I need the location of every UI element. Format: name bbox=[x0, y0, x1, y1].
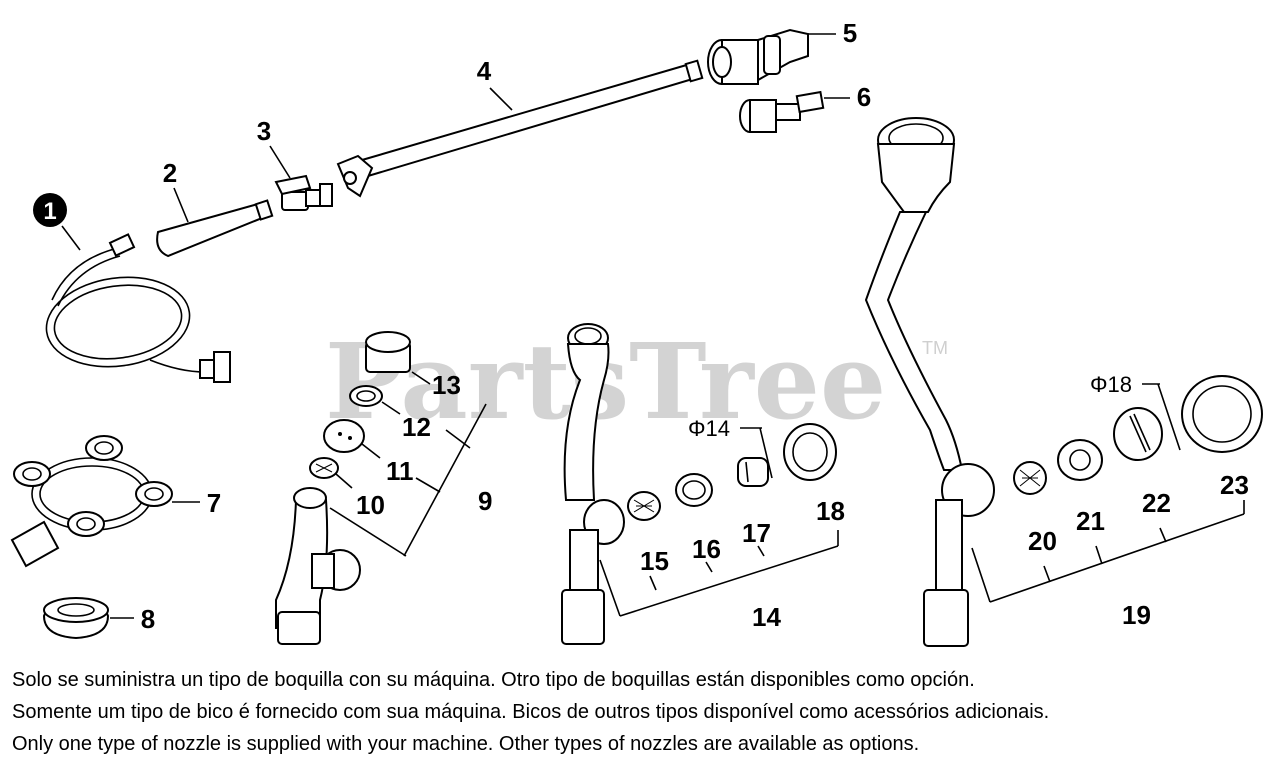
part-20-strainer bbox=[1013, 461, 1047, 495]
part-16-washer bbox=[675, 473, 713, 507]
callout-6: 6 bbox=[857, 82, 871, 112]
dimension-phi18: Φ18 bbox=[1090, 372, 1132, 397]
part-lance-tube bbox=[336, 59, 704, 198]
parts-diagram: PartsTree TM 1 2 3 4 bbox=[10, 18, 1263, 647]
part-22-tip bbox=[1113, 407, 1163, 461]
part-21-washer bbox=[1057, 439, 1103, 481]
note-english: Only one type of nozzle is supplied with… bbox=[12, 733, 920, 755]
part-18-cap bbox=[783, 423, 837, 481]
callout-19: 19 bbox=[1122, 600, 1151, 630]
callout-22: 22 bbox=[1142, 488, 1171, 518]
callout-1-badge bbox=[33, 193, 67, 227]
part-hose-fitting bbox=[739, 90, 825, 133]
callout-8: 8 bbox=[141, 604, 155, 634]
part-10-strainer bbox=[309, 457, 339, 479]
callout-23: 23 bbox=[1220, 470, 1249, 500]
callout-1: 1 bbox=[43, 198, 56, 225]
notes-block: Solo se suministra un tipo de boquilla c… bbox=[12, 664, 1274, 760]
bracket-19 bbox=[971, 500, 1245, 603]
callout-13: 13 bbox=[432, 370, 461, 400]
part-nozzle-body bbox=[707, 28, 809, 85]
note-spanish: Solo se suministra un tipo de boquilla c… bbox=[12, 669, 975, 691]
part-11-disc bbox=[323, 419, 365, 453]
part-elbow-nozzle-9 bbox=[275, 487, 361, 645]
callout-12: 12 bbox=[402, 412, 431, 442]
callout-10: 10 bbox=[356, 490, 385, 520]
part-hose bbox=[45, 233, 231, 383]
part-13-cap bbox=[365, 331, 411, 373]
callout-3: 3 bbox=[257, 116, 271, 146]
part-15-strainer bbox=[627, 491, 661, 521]
bracket-9 bbox=[329, 371, 487, 557]
part-long-nozzle-19 bbox=[864, 117, 995, 647]
part-23-cap bbox=[1181, 375, 1263, 453]
part-17-tip bbox=[737, 457, 769, 487]
part-bent-nozzle-14 bbox=[561, 323, 625, 645]
part-12-washer bbox=[349, 385, 383, 407]
callout-4: 4 bbox=[477, 56, 492, 86]
callout-5: 5 bbox=[843, 18, 857, 48]
callout-21: 21 bbox=[1076, 506, 1105, 536]
part-valve bbox=[274, 174, 333, 211]
callout-17: 17 bbox=[742, 518, 771, 548]
callout-7: 7 bbox=[207, 488, 221, 518]
callout-11: 11 bbox=[386, 456, 414, 486]
dimension-phi14: Φ14 bbox=[688, 416, 730, 441]
note-portuguese: Somente um tipo de bico é fornecido com … bbox=[12, 701, 1050, 723]
watermark-trademark: TM bbox=[922, 338, 948, 358]
callout-9: 9 bbox=[478, 486, 492, 516]
callout-18: 18 bbox=[816, 496, 845, 526]
callout-2: 2 bbox=[163, 158, 177, 188]
callout-14: 14 bbox=[752, 602, 781, 632]
callout-20: 20 bbox=[1028, 526, 1057, 556]
part-handle-grip bbox=[156, 199, 274, 258]
callout-16: 16 bbox=[692, 534, 721, 564]
bracket-14 bbox=[599, 530, 839, 617]
part-ring-nozzle bbox=[10, 435, 173, 568]
part-seal-ring bbox=[42, 597, 110, 640]
callout-15: 15 bbox=[640, 546, 669, 576]
